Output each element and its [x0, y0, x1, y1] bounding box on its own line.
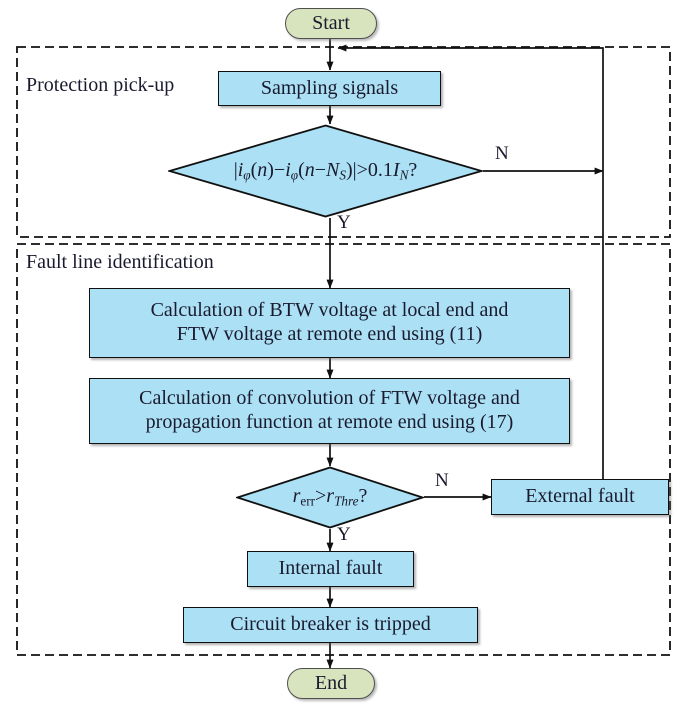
node-circuit-breaker-tripped[interactable]: Circuit breaker is tripped: [183, 607, 478, 643]
node-decision-r-threshold[interactable]: rerr>rThre?: [234, 466, 426, 529]
edge-label-decision1-no: N: [495, 143, 509, 164]
decision-r-shape: [234, 466, 426, 529]
node-external-fault[interactable]: External fault: [491, 479, 669, 515]
decision-r-label: rerr>rThre?: [292, 485, 368, 509]
node-calc-convolution[interactable]: Calculation of convolution of FTW voltag…: [89, 378, 570, 444]
frame-label-fault-line-identification: Fault line identification: [26, 251, 214, 273]
calc-conv-line-2: propagation function at remote end using…: [145, 411, 514, 433]
edge-label-decision2-yes: Y: [337, 524, 351, 545]
calc-conv-line-1: Calculation of convolution of FTW voltag…: [139, 387, 520, 410]
calc-btw-line-2: FTW voltage at remote end using (11): [176, 323, 483, 345]
edge-label-decision2-no: N: [435, 470, 449, 491]
node-start[interactable]: Start: [285, 8, 377, 39]
node-calc-btw-ftw[interactable]: Calculation of BTW voltage at local end …: [89, 288, 570, 358]
frame-label-protection-pickup: Protection pick-up: [26, 74, 175, 96]
edge-label-decision1-yes: Y: [337, 212, 351, 233]
decision-pickup-shape: [166, 124, 485, 218]
edge-feedback-loop: [337, 44, 604, 481]
frame-fault-line-identification: [16, 243, 671, 656]
node-end[interactable]: End: [287, 668, 375, 699]
node-decision-pickup-threshold[interactable]: |iφ(n)−iφ(n−NS)|>0.1IN?: [166, 124, 485, 218]
node-internal-fault[interactable]: Internal fault: [247, 551, 414, 587]
calc-btw-line-1: Calculation of BTW voltage at local end …: [150, 299, 509, 322]
node-sampling-signals[interactable]: Sampling signals: [218, 71, 441, 106]
decision-pickup-label: |iφ(n)−iφ(n−NS)|>0.1IN?: [233, 158, 418, 183]
